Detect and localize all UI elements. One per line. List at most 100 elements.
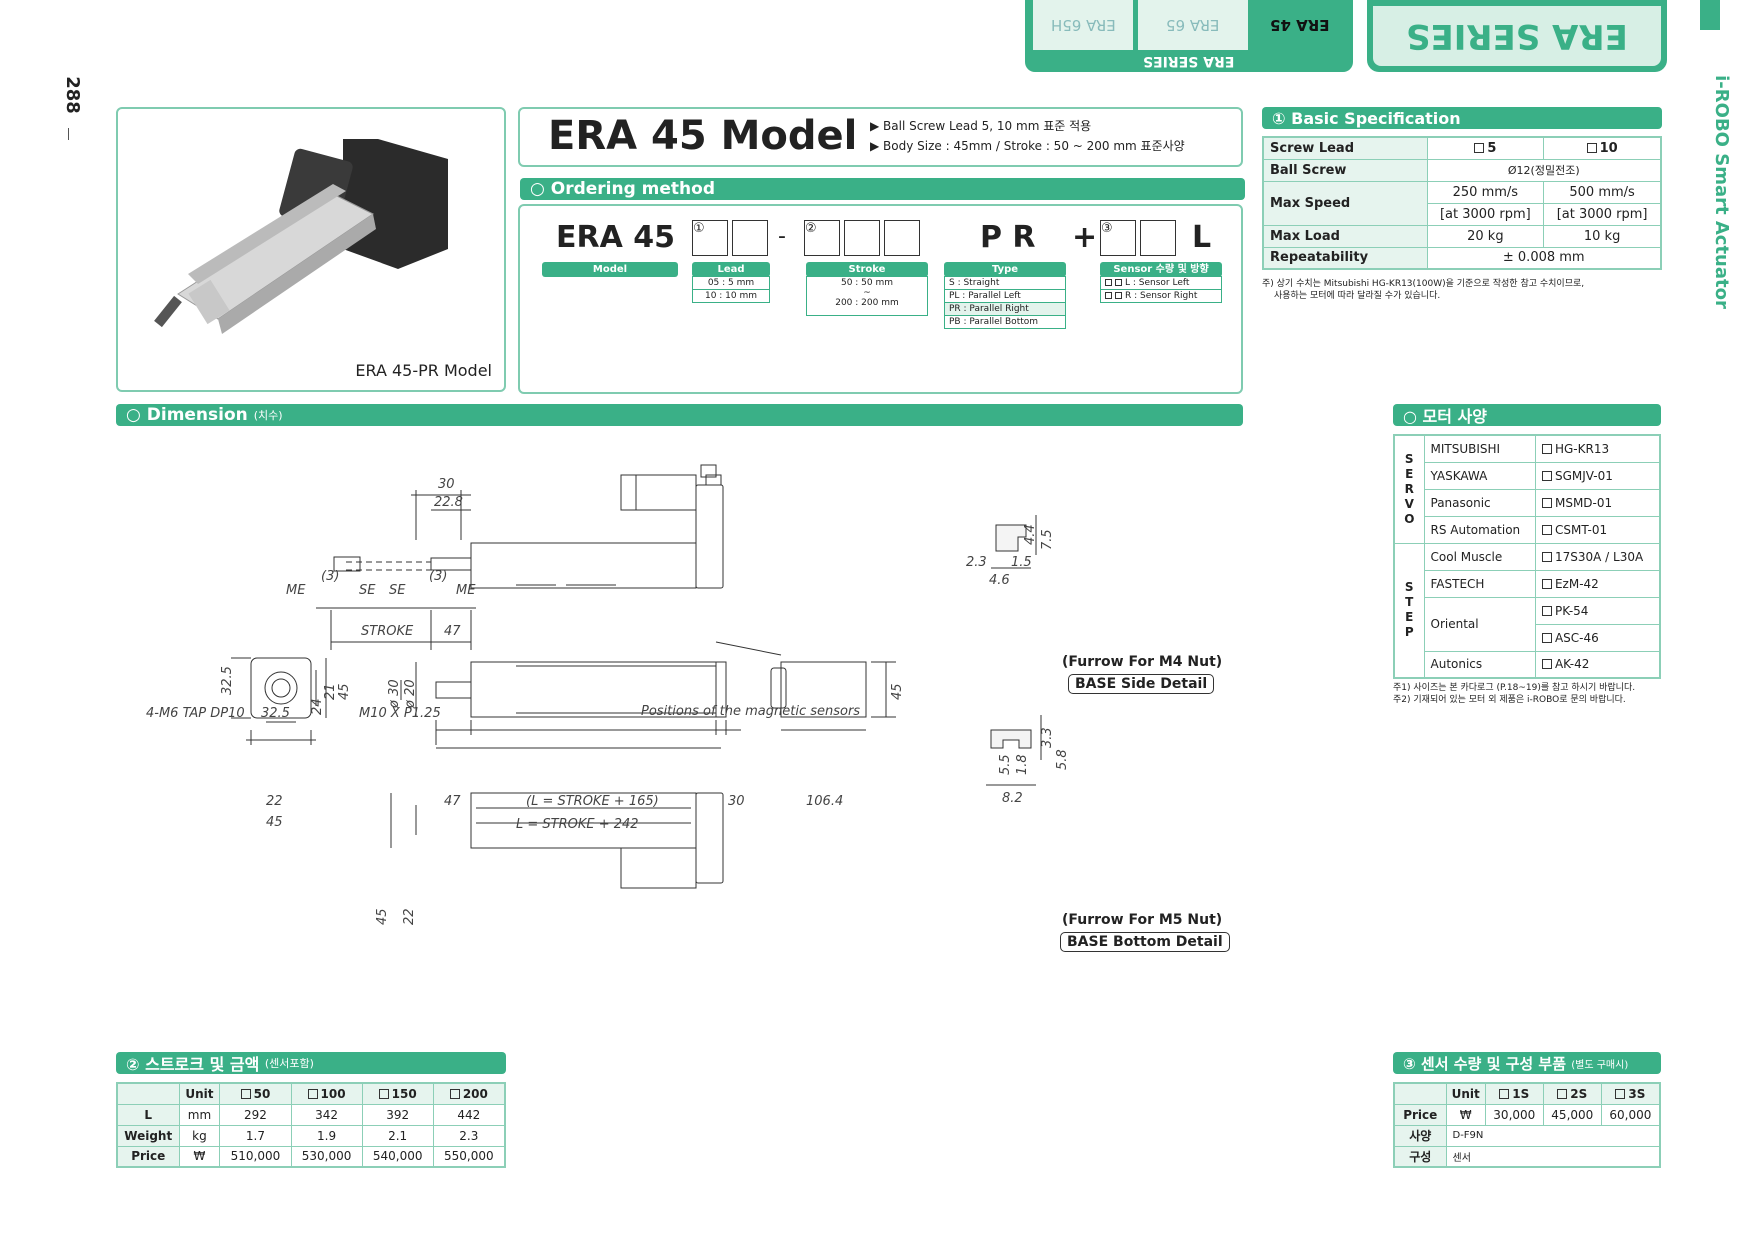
sensor-price-title: ③ 센서 수량 및 구성 부품 — [1403, 1054, 1567, 1073]
basic-spec-header: ① Basic Specification — [1262, 107, 1662, 129]
motor-model[interactable]: AK-42 — [1534, 650, 1661, 679]
order-model: ERA 45 — [556, 220, 676, 255]
type-opt: PR : Parallel Right — [945, 303, 1065, 316]
svg-text:L = STROKE + 242: L = STROKE + 242 — [516, 817, 639, 832]
sp-cell: 1.9 — [290, 1124, 363, 1147]
svg-text:47: 47 — [444, 794, 461, 809]
tab-era45[interactable]: ERA 45 — [1253, 0, 1347, 50]
motor-model[interactable]: 17S30A / L30A — [1534, 542, 1661, 571]
sp-cell: mm — [178, 1103, 221, 1126]
motor-model[interactable]: PK-54 — [1534, 596, 1661, 625]
svg-text:(3): (3) — [321, 569, 339, 584]
sp-head: 150 — [361, 1082, 434, 1105]
sensor-price-sub: (별도 구매시) — [1571, 1059, 1629, 1071]
svg-text:45: 45 — [890, 683, 905, 700]
motor-maker: YASKAWA — [1423, 461, 1536, 490]
tag-sensor: Sensor 수량 및 방향 — [1100, 262, 1222, 277]
snp-spec-val: D-F9N — [1445, 1124, 1661, 1147]
type-opt: PB : Parallel Bottom — [949, 317, 1039, 327]
motor-model[interactable]: MSMD-01 — [1534, 488, 1661, 517]
order-slot-3a[interactable]: ③ — [1100, 220, 1136, 256]
svg-text:32.5: 32.5 — [261, 706, 290, 721]
svg-text:1.5: 1.5 — [1011, 555, 1032, 570]
num1: ① — [693, 221, 705, 236]
num3: ③ — [1101, 221, 1113, 236]
order-slot-1b[interactable] — [732, 220, 768, 256]
svg-text:21: 21 — [323, 683, 338, 700]
motor-model[interactable]: CSMT-01 — [1534, 515, 1661, 544]
dimension-header: ○ Dimension (치수) — [116, 404, 1243, 426]
snp-comp-val: 센서 — [1445, 1145, 1661, 1168]
step-label: STEP — [1393, 542, 1425, 679]
sp-row-label: Weight — [116, 1124, 180, 1147]
stroke-price-header: ② 스트로크 및 금액 (센서포함) — [116, 1052, 506, 1074]
sp-cell: 550,000 — [432, 1145, 506, 1168]
lead-options: 05 : 5 mm 10 : 10 mm — [692, 276, 770, 303]
svg-text:32.5: 32.5 — [220, 666, 235, 695]
tag-lead: Lead — [692, 262, 770, 277]
svg-text:2.3: 2.3 — [966, 555, 987, 570]
spec-col5: 5 — [1426, 136, 1545, 160]
sensor-options: L : Sensor Left R : Sensor Right — [1100, 276, 1222, 303]
order-slot-2a[interactable]: ② — [804, 220, 840, 256]
snp-cell: 30,000 — [1484, 1103, 1544, 1126]
snp-spec-label: 사양 — [1393, 1124, 1447, 1147]
snp-unit: ₩ — [1445, 1103, 1486, 1126]
motor-model[interactable]: HG-KR13 — [1534, 434, 1661, 463]
motor-model[interactable]: ASC-46 — [1534, 623, 1661, 652]
svg-text:7.5: 7.5 — [1040, 529, 1055, 550]
tag-type: Type — [944, 262, 1066, 277]
svg-text:22: 22 — [402, 908, 417, 925]
svg-text:106.4: 106.4 — [806, 794, 843, 809]
spec-rpm10: [at 3000 rpm] — [1543, 202, 1662, 226]
motor-model[interactable]: EzM-42 — [1534, 569, 1661, 598]
motor-maker: FASTECH — [1423, 569, 1536, 598]
motor-model[interactable]: SGMJV-01 — [1534, 461, 1661, 490]
top-series-big-tab[interactable]: ERA SERIES — [1367, 0, 1667, 72]
order-plus: + — [1072, 220, 1098, 255]
order-slot-2c[interactable] — [884, 220, 920, 256]
photo-caption: ERA 45-PR Model — [355, 361, 492, 380]
sp-cell: kg — [178, 1124, 221, 1147]
ordering-header: ○ Ordering method — [520, 178, 1245, 200]
motor-maker: RS Automation — [1423, 515, 1536, 544]
sp-head: 200 — [432, 1082, 506, 1105]
spec-load5: 20 kg — [1426, 224, 1545, 248]
svg-text:8.2: 8.2 — [1002, 791, 1023, 806]
series-big-label: ERA SERIES — [1406, 16, 1628, 56]
spec-note-2: 사용하는 모터에 따라 달라질 수가 있습니다. — [1274, 291, 1441, 301]
side-detail-box: BASE Side Detail — [1068, 674, 1215, 694]
dimension-title: ○ Dimension — [126, 405, 248, 425]
spec-col10: 10 — [1543, 136, 1662, 160]
tab-era65[interactable]: ERA 65 — [1138, 0, 1248, 50]
snp-head: Unit — [1445, 1082, 1486, 1105]
order-dash: - — [778, 224, 786, 249]
sensor-opt-l: L : Sensor Left — [1101, 277, 1221, 290]
svg-text:ME: ME — [456, 583, 476, 598]
order-slot-2b[interactable] — [844, 220, 880, 256]
num2: ② — [805, 221, 817, 236]
spec-rpm5: [at 3000 rpm] — [1426, 202, 1545, 226]
sp-cell: 540,000 — [361, 1145, 434, 1168]
tag-stroke: Stroke — [806, 262, 928, 277]
order-slot-3b[interactable] — [1140, 220, 1176, 256]
tab-era65h[interactable]: ERA 65H — [1033, 0, 1133, 50]
side-brand: i-ROBO Smart Actuator — [1711, 75, 1732, 309]
motor-maker: Panasonic — [1423, 488, 1536, 517]
dimension-sub: (치수) — [253, 409, 283, 422]
snp-price-label: Price — [1393, 1103, 1447, 1126]
snp-head: 1S — [1484, 1082, 1544, 1105]
svg-text:ø 30: ø 30 — [387, 679, 402, 709]
order-slot-1a[interactable]: ① — [692, 220, 728, 256]
spec-ballscrew: Ball Screw — [1262, 158, 1428, 182]
type-options: S : Straight PL : Parallel Left PR : Par… — [944, 276, 1066, 329]
svg-text:(3): (3) — [429, 569, 447, 584]
sp-cell: 2.1 — [361, 1124, 434, 1147]
svg-text:4-M6 TAP DP10: 4-M6 TAP DP10 — [146, 706, 245, 721]
product-photo-box: ERA 45-PR Model — [116, 107, 506, 392]
lead-opt: 10 : 10 mm — [704, 291, 758, 301]
snp-comp-label: 구성 — [1393, 1145, 1447, 1168]
spec-screw-lead: Screw Lead — [1262, 136, 1428, 160]
svg-text:SE: SE — [359, 583, 376, 598]
